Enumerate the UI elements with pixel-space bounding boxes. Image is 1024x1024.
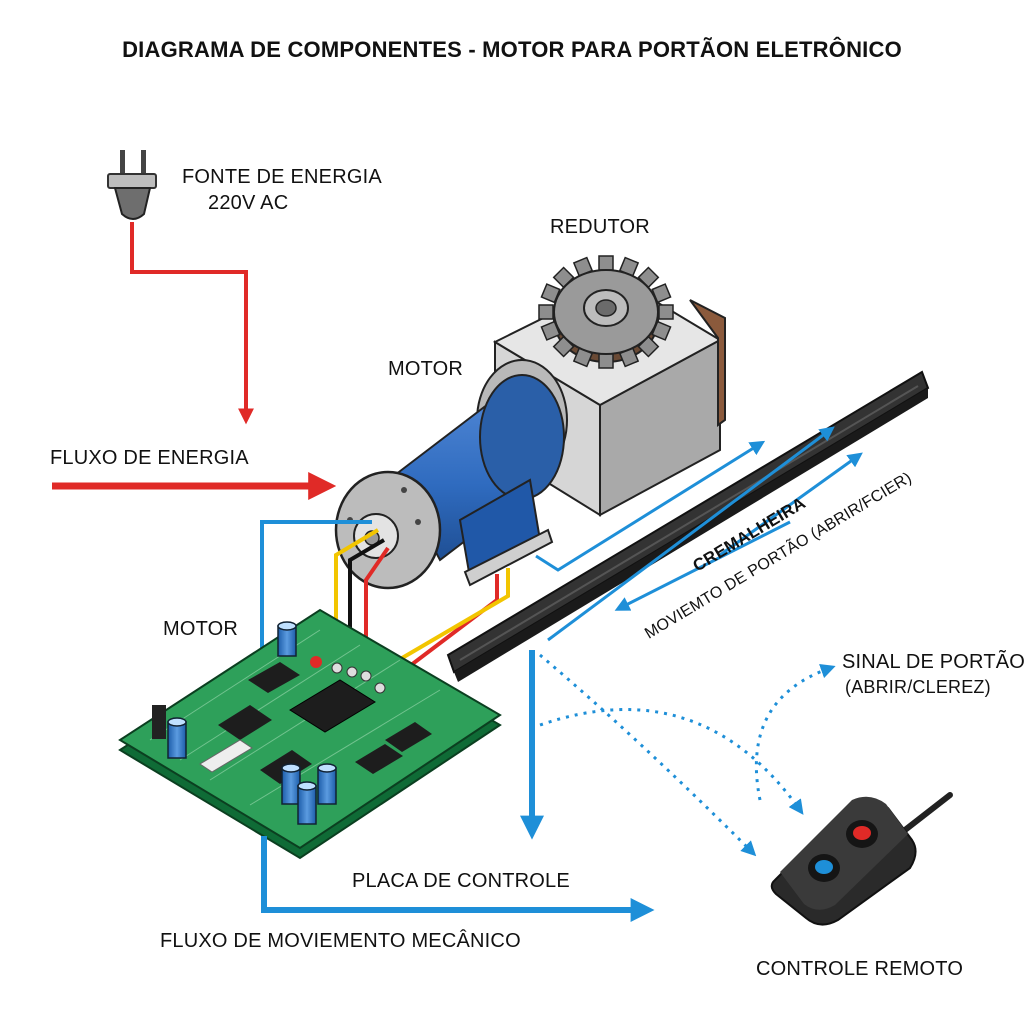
mechanical-flow-arrow xyxy=(261,836,655,922)
energy-wire xyxy=(130,222,254,425)
energy-flow-label: FLUXO DE ENERGIA xyxy=(50,447,249,469)
control-board-label: PLACA DE CONTROLE xyxy=(352,870,570,892)
remote-control-icon xyxy=(770,792,953,926)
gate-signal-label: SINAL DE PORTÃO xyxy=(842,651,1024,673)
rack-close-arrow xyxy=(614,520,791,611)
control-board-icon xyxy=(118,608,502,860)
remote-button-red[interactable] xyxy=(846,820,878,848)
motor-icon xyxy=(334,359,568,590)
motor-rack-link xyxy=(535,440,766,572)
board-motor-label: MOTOR xyxy=(163,618,239,640)
remote-control-label: CONTROLE REMOTO xyxy=(756,958,964,980)
rack-forward-arrow xyxy=(547,426,835,642)
reducer-label: REDUTOR xyxy=(550,216,650,238)
gate-signal-sub-label: (ABRIR/CLEREZ) xyxy=(845,677,991,697)
power-plug-icon xyxy=(107,150,157,220)
capacitors xyxy=(167,621,337,825)
gear-tooth xyxy=(598,353,614,369)
diagram-title: DIAGRAMA DE COMPONENTES - MOTOR PARA POR… xyxy=(122,37,902,62)
motor-label: MOTOR xyxy=(388,358,464,380)
mechanical-flow-label: FLUXO DE MOVIEMENTO MECÂNICO xyxy=(160,930,521,952)
gear-tooth xyxy=(598,255,614,271)
rack-open-arrow xyxy=(719,452,863,557)
gear-tooth xyxy=(658,304,674,320)
power-voltage-label: 220V AC xyxy=(208,192,289,214)
gear-icon xyxy=(538,255,674,369)
signal-paths xyxy=(539,653,836,857)
remote-button-blue[interactable] xyxy=(808,854,840,882)
power-source-label: FONTE DE ENERGIA xyxy=(182,166,382,188)
gear-tooth xyxy=(538,304,554,320)
